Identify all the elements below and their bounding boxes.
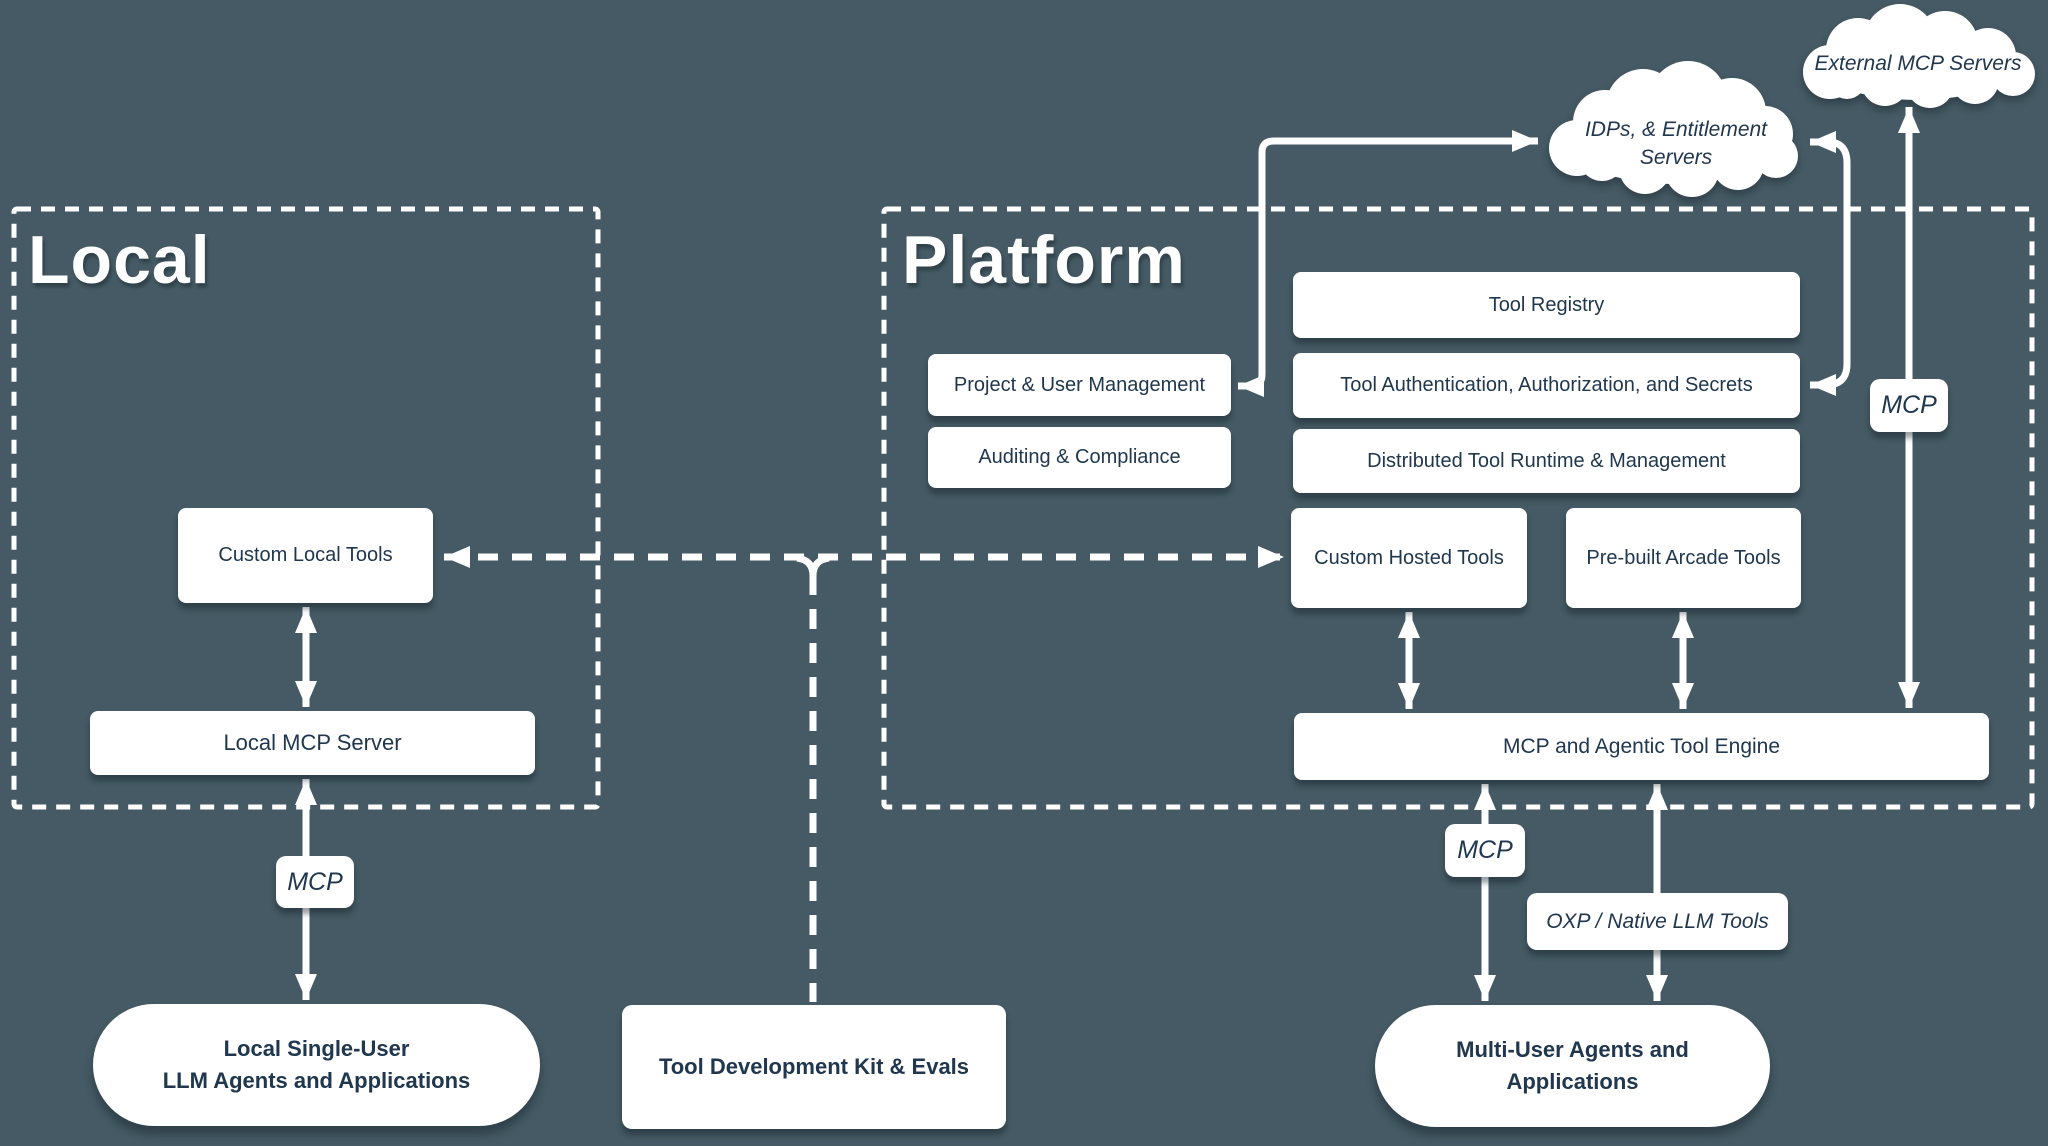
multi-agents-line1: Multi-User Agents and [1456,1037,1689,1063]
box-mcp-agentic-tool-engine: MCP and Agentic Tool Engine [1294,713,1989,780]
label-mcp-engine: MCP [1445,824,1525,877]
local-agents-line1: Local Single-User [223,1036,410,1062]
cloud-idp-entitlement-servers [1549,61,1798,197]
box-auditing-compliance: Auditing & Compliance [928,427,1231,488]
multi-agents-line2: Applications [1506,1069,1639,1094]
box-distributed-runtime: Distributed Tool Runtime & Management [1293,429,1800,493]
platform-region-border [881,206,2035,810]
box-custom-hosted-tools: Custom Hosted Tools [1291,508,1527,608]
platform-region-title: Platform [902,222,1186,298]
box-prebuilt-arcade-tools: Pre-built Arcade Tools [1566,508,1801,608]
box-tool-registry: Tool Registry [1293,272,1800,338]
cloud-idp-label: IDPs, & Entitlement Servers [1548,116,1804,173]
box-tool-authentication: Tool Authentication, Authorization, and … [1293,353,1800,418]
node-local-single-user-agents: Local Single-User LLM Agents and Applica… [93,1004,540,1126]
cloud-external-mcp-servers [1803,4,2035,108]
box-custom-local-tools: Custom Local Tools [178,508,433,603]
label-mcp-external: MCP [1870,379,1948,432]
connector-idp-to-tool-auth [1810,131,1851,396]
box-tool-development-kit: Tool Development Kit & Evals [622,1005,1006,1129]
local-region-title: Local [28,222,211,298]
cloud-idp-label-line1: IDPs, & Entitlement [1584,118,1768,141]
cloud-external-mcp-label: External MCP Servers [1814,52,2022,75]
tdk-junction-curve-right [809,554,830,577]
node-multi-user-agents: Multi-User Agents and Applications [1375,1005,1770,1127]
label-oxp-native-llm-tools: OXP / Native LLM Tools [1527,893,1788,950]
local-agents-line2: LLM Agents and Applications [162,1068,471,1093]
label-mcp-local: MCP [276,856,354,908]
box-project-user-management: Project & User Management [928,354,1231,416]
connector-project-management-to-idp [1238,130,1538,397]
box-local-mcp-server: Local MCP Server [90,711,535,775]
cloud-idp-label-line2: Servers [1639,146,1713,170]
